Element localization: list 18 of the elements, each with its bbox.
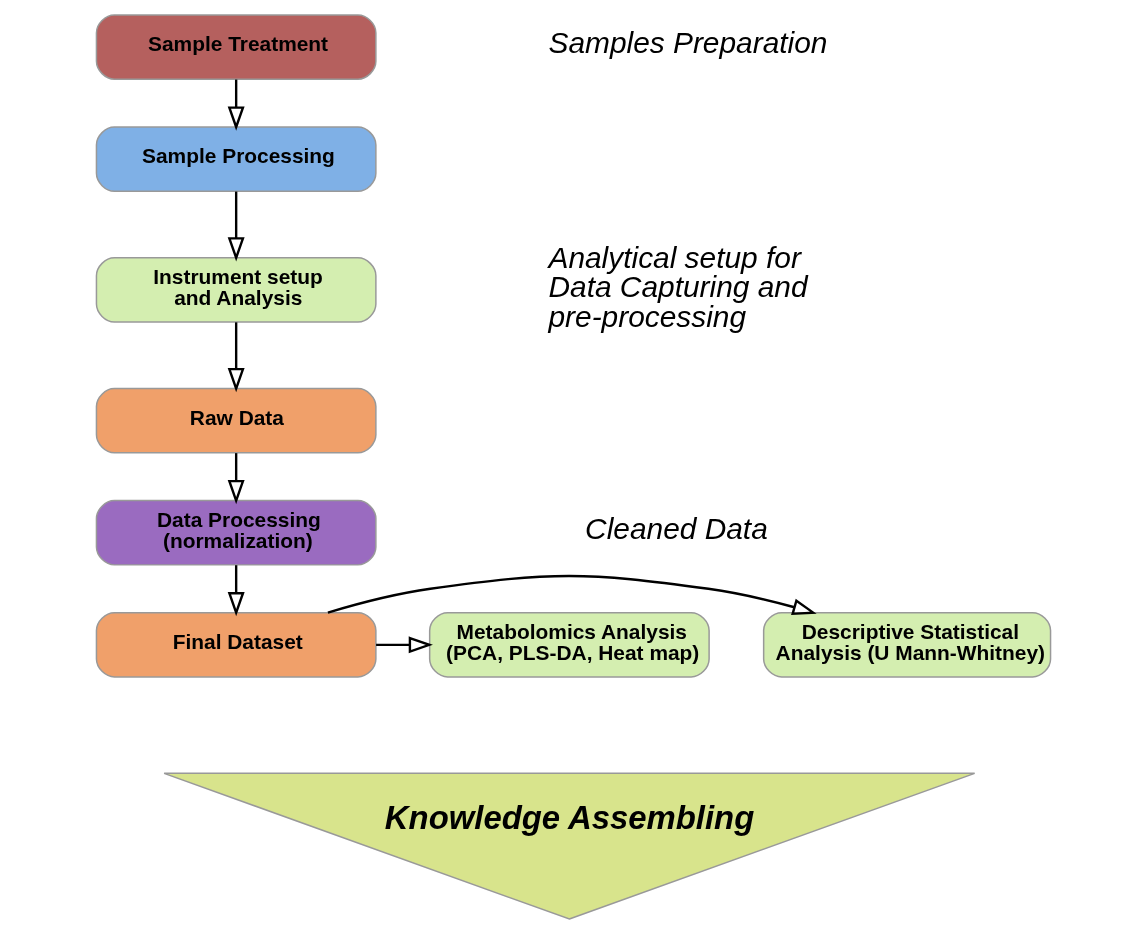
node-box: Data Processing (normalization) — [95, 499, 377, 566]
arrow — [227, 564, 245, 616]
arrow — [227, 79, 245, 131]
node-box: Raw Data — [95, 387, 377, 454]
node-box: Sample Processing — [95, 125, 377, 192]
label: Cleaned Data — [585, 511, 768, 545]
node-box: Final Dataset — [95, 611, 377, 678]
node-box: Sample Treatment — [95, 13, 377, 80]
arrow — [227, 452, 245, 504]
label: Analytical setup for Data Capturing and pre-processing — [548, 240, 808, 333]
arrow — [227, 321, 245, 392]
node-box: Metabolomics Analysis (PCA, PLS-DA, Heat map) — [428, 611, 710, 678]
arrow — [376, 635, 433, 653]
arrow — [327, 574, 817, 615]
node-box: Instrument setup and Analysis — [95, 256, 377, 323]
arrow — [227, 191, 245, 261]
label: Samples Preparation — [548, 25, 828, 59]
node-box: Descriptive Statistical Analysis (U Mann-Whitney) — [762, 611, 1052, 678]
